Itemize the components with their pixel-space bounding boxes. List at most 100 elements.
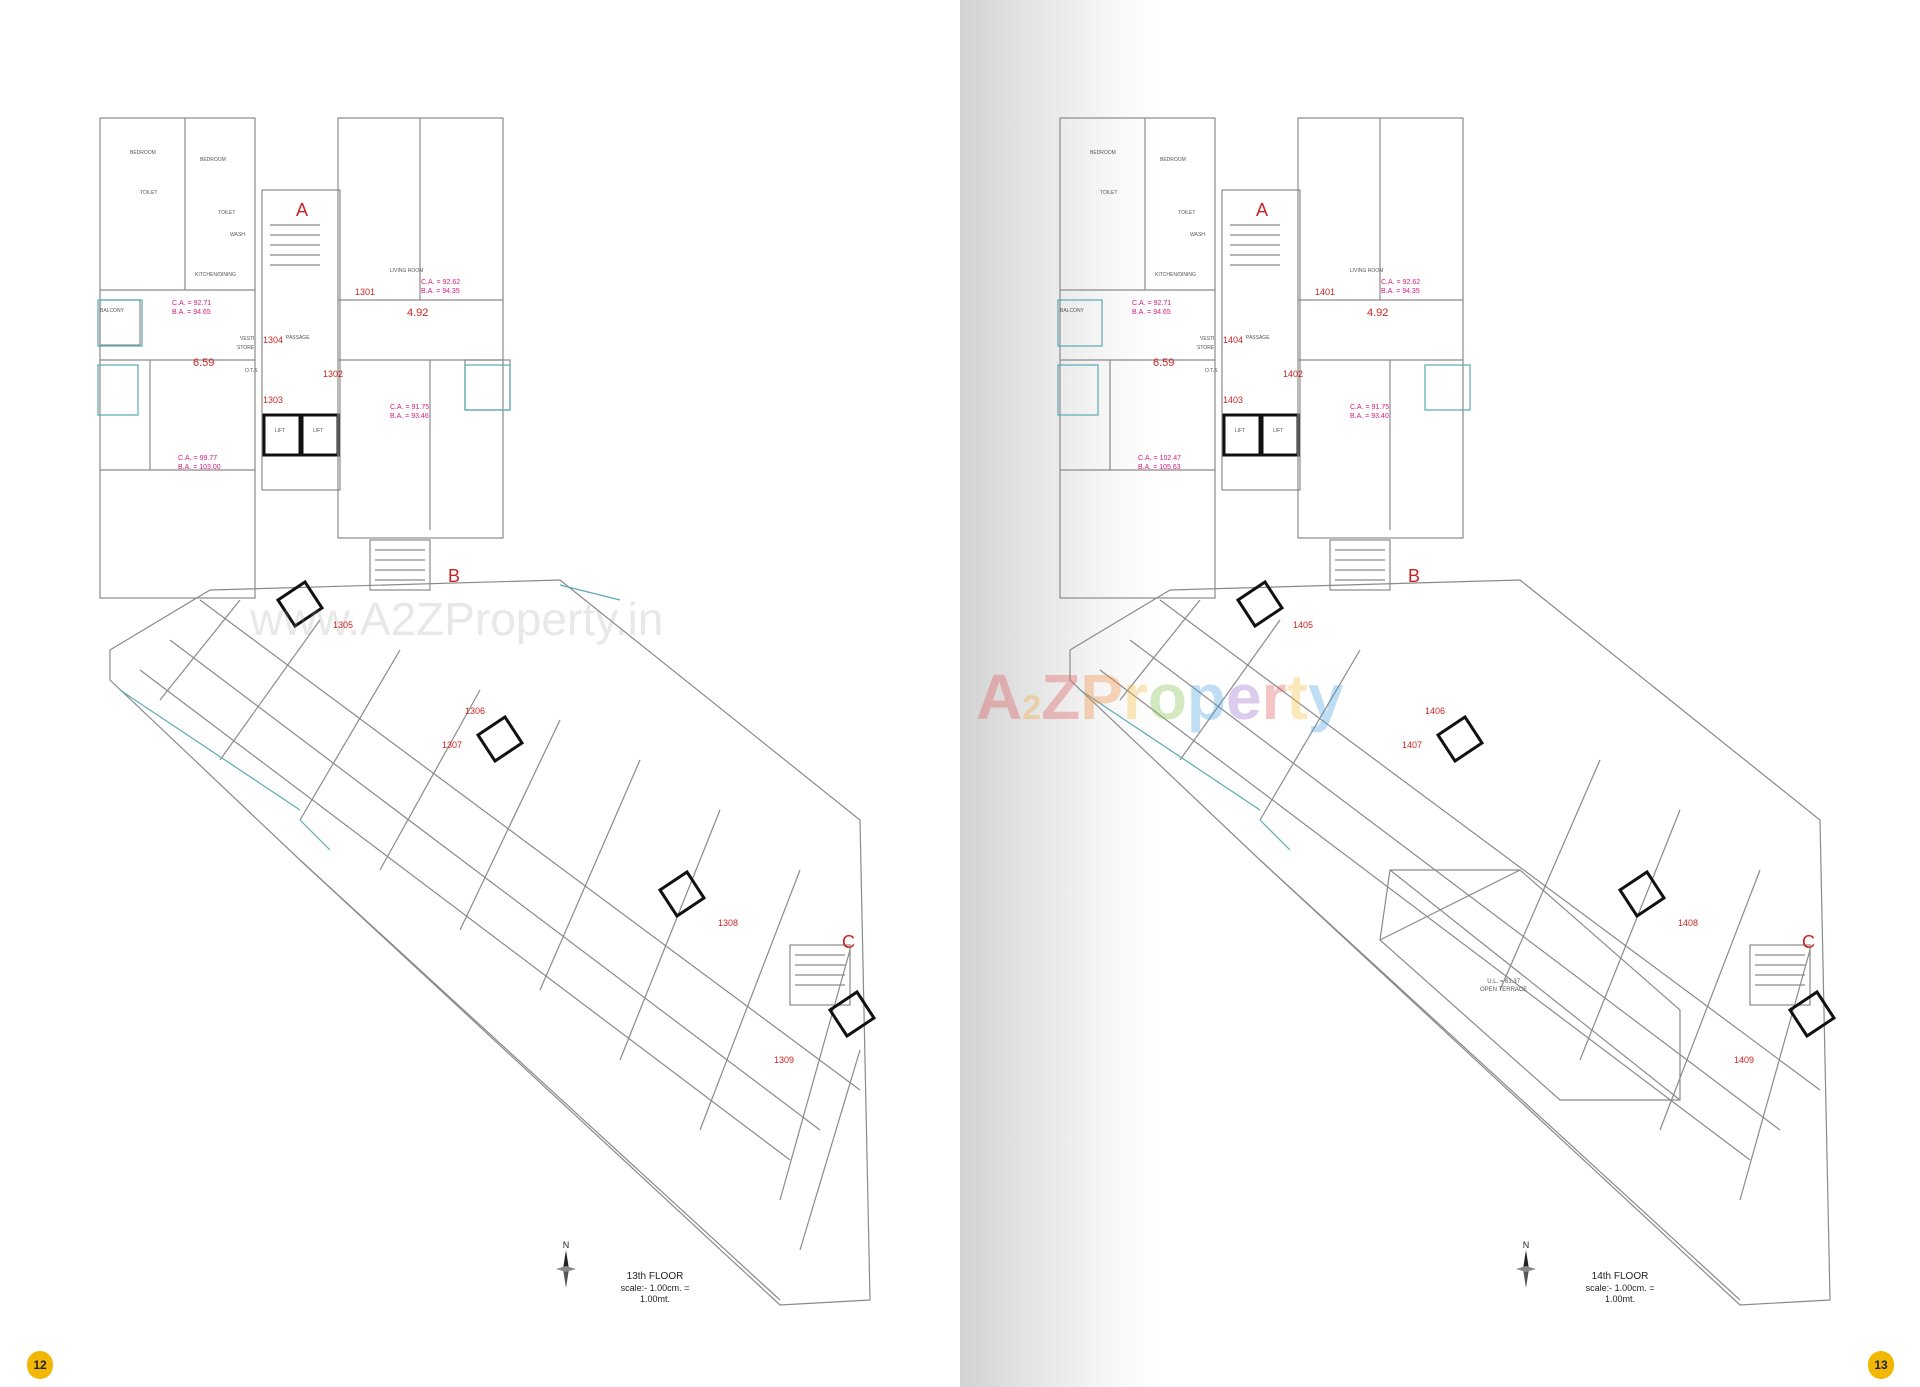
plan-walls xyxy=(99,117,871,1306)
carpet-area: C.A. = 92.62 xyxy=(1381,279,1421,286)
open-terrace-label: U.L. = 61.37 OPEN TERRACE xyxy=(1480,978,1527,994)
floor-plan-14th xyxy=(1057,117,1837,1306)
area-block: C.A. = 99.77 B.A. = 103.00 xyxy=(178,454,221,472)
room-label: O.T.S xyxy=(1205,368,1218,374)
area-block: C.A. = 92.71 B.A. = 94.65 xyxy=(1132,299,1171,317)
scale-label: scale:- 1.00cm. = 1.00mt. xyxy=(1585,1283,1655,1304)
carpet-area: C.A. = 92.71 xyxy=(172,300,212,307)
room-label: PASSAGE xyxy=(286,335,310,341)
built-up-area: B.A. = 105.63 xyxy=(1138,464,1181,471)
floor-label: 14th FLOOR xyxy=(1591,1271,1649,1282)
room-label: LIFT xyxy=(1273,428,1284,434)
north-label: N xyxy=(1522,1240,1530,1250)
balconies xyxy=(1057,299,1471,851)
flat-number: 1301 xyxy=(355,287,376,297)
logo-letter: P xyxy=(1080,661,1123,733)
wing-label-a: A xyxy=(296,200,309,220)
room-label: BALCONY xyxy=(100,308,124,314)
flat-number: 1308 xyxy=(718,918,739,928)
flat-number: 1305 xyxy=(333,620,354,630)
room-label: LIFT xyxy=(275,428,286,434)
area-block: C.A. = 92.71 B.A. = 94.65 xyxy=(172,299,211,317)
right-page: A2Z Property A B C 1401 1402 1403 1404 1… xyxy=(960,0,1920,1387)
wing-label-b: B xyxy=(448,566,461,586)
carpet-area: C.A. = 102.47 xyxy=(1138,455,1182,462)
flat-number: 1309 xyxy=(774,1055,795,1065)
floor-plan-13th xyxy=(97,117,877,1306)
room-label: BEDROOM xyxy=(1090,150,1116,156)
built-up-area: B.A. = 93.46 xyxy=(390,413,429,420)
built-up-area: B.A. = 94.35 xyxy=(1381,288,1420,295)
level-marker: 4.92 xyxy=(407,307,429,319)
room-label: BEDROOM xyxy=(130,150,156,156)
flat-number: 1408 xyxy=(1678,918,1699,928)
room-label: STORE xyxy=(237,345,255,351)
logo-letter: t xyxy=(1286,661,1308,733)
logo-letter: 2 xyxy=(1022,689,1042,727)
built-up-area: B.A. = 94.35 xyxy=(421,288,460,295)
room-label: WASH xyxy=(1190,232,1205,238)
room-label: KITCHEN/DINING xyxy=(195,272,236,278)
logo-letter: p xyxy=(1186,661,1227,733)
room-label: TOILET xyxy=(140,190,158,196)
flat-number: 1307 xyxy=(442,740,463,750)
watermark-logo: A2Z Property xyxy=(976,660,1343,734)
carpet-area: C.A. = 91.75 xyxy=(1350,404,1390,411)
carpet-area: C.A. = 99.77 xyxy=(178,455,218,462)
room-label: LIFT xyxy=(1235,428,1246,434)
north-label: N xyxy=(562,1240,570,1250)
room-label: TOILET xyxy=(218,210,236,216)
flat-number: 1302 xyxy=(323,369,344,379)
logo-letter: e xyxy=(1226,661,1262,733)
logo-letter: r xyxy=(1261,661,1287,733)
north-arrow: N xyxy=(556,1240,576,1290)
terrace-area: U.L. = 61.37 xyxy=(1487,979,1521,985)
room-label: PASSAGE xyxy=(1246,335,1270,341)
level-marker: 6.59 xyxy=(1153,357,1175,369)
lift-cores xyxy=(275,579,877,1039)
floor-caption: 13th FLOOR scale:- 1.00cm. = 1.00mt. xyxy=(610,1271,700,1305)
wing-label-b: B xyxy=(1408,566,1421,586)
flat-number: 1404 xyxy=(1223,335,1244,345)
watermark-url: www.A2ZProperty.in xyxy=(250,593,664,645)
left-page: www.A2ZProperty.in A B C 1301 1302 1303 … xyxy=(27,117,877,1379)
area-block: C.A. = 102.47 B.A. = 105.63 xyxy=(1138,454,1181,472)
logo-letter: y xyxy=(1307,661,1344,733)
room-label: LIVING ROOM xyxy=(1350,268,1384,274)
flat-number: 1409 xyxy=(1734,1055,1755,1065)
carpet-area: C.A. = 91.75 xyxy=(390,404,430,411)
logo-letter: A xyxy=(976,661,1023,733)
wing-label-c: C xyxy=(1802,932,1815,952)
compass-icon xyxy=(1516,1250,1536,1288)
room-label: KITCHEN/DINING xyxy=(1155,272,1196,278)
logo-letter: r xyxy=(1122,661,1148,733)
built-up-area: B.A. = 93.40 xyxy=(1350,413,1389,420)
room-label: BALCONY xyxy=(1060,308,1084,314)
balconies xyxy=(97,299,621,851)
room-label: STORE xyxy=(1197,345,1215,351)
built-up-area: B.A. = 103.00 xyxy=(178,464,221,471)
compass-icon xyxy=(556,1250,576,1288)
room-label: WASH xyxy=(230,232,245,238)
page-number: 13 xyxy=(1868,1351,1894,1379)
built-up-area: B.A. = 94.65 xyxy=(1132,309,1171,316)
built-up-area: B.A. = 94.65 xyxy=(172,309,211,316)
flat-number: 1406 xyxy=(1425,706,1446,716)
area-block: C.A. = 91.75 B.A. = 93.46 xyxy=(390,403,429,421)
wing-label-a: A xyxy=(1256,200,1269,220)
carpet-area: C.A. = 92.62 xyxy=(421,279,461,286)
logo-letter: o xyxy=(1147,661,1187,733)
level-marker: 6.59 xyxy=(193,357,215,369)
plan-walls xyxy=(1059,117,1831,1306)
wing-label-c: C xyxy=(842,932,855,952)
area-block: C.A. = 92.62 B.A. = 94.35 xyxy=(421,278,460,296)
terrace-name: OPEN TERRACE xyxy=(1480,987,1528,993)
floor-label: 13th FLOOR xyxy=(626,1271,684,1282)
lift-cores xyxy=(1235,579,1837,1039)
room-label: O.T.S xyxy=(245,368,258,374)
area-block: C.A. = 92.62 B.A. = 94.35 xyxy=(1381,278,1420,296)
room-label: BEDROOM xyxy=(200,157,226,163)
level-marker: 4.92 xyxy=(1367,307,1389,319)
room-label: VESTI xyxy=(240,336,255,342)
carpet-area: C.A. = 92.71 xyxy=(1132,300,1172,307)
